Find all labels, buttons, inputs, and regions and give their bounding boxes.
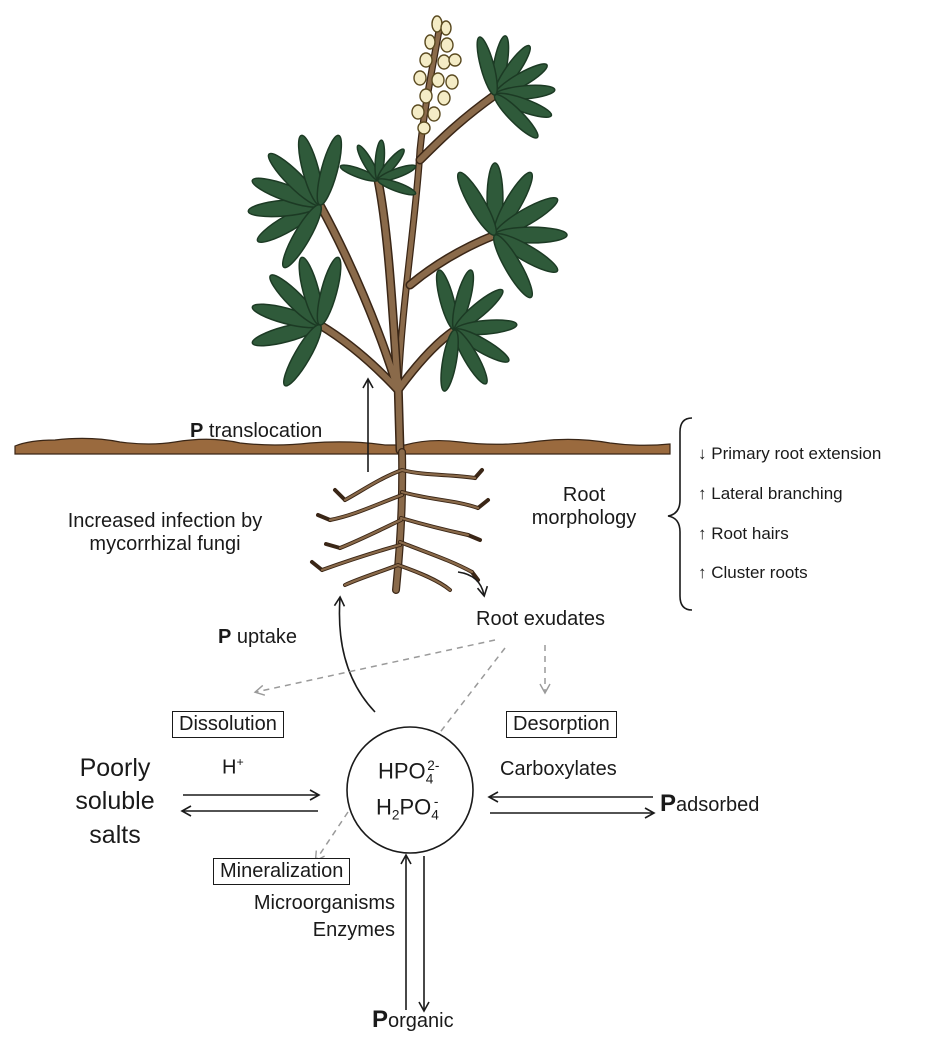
mycorrhiza-label: Increased infection by mycorrhizal fungi [40,510,290,556]
mycorrhiza-line-2: mycorrhizal fungi [89,533,241,555]
leaf-cluster [476,35,556,139]
p-uptake-text: uptake [231,626,297,648]
root-trait-text: Cluster roots [711,563,808,582]
mineralization-equilibrium-arrows [400,853,430,1013]
h2po4-sub2: 4 [431,807,439,823]
p-adsorbed-label: Padsorbed [660,790,759,818]
desorption-agent: Carboxylates [500,758,617,780]
p-organic-label: Porganic [372,1006,454,1034]
stems [315,90,500,455]
dissolution-agent: H+ [222,755,244,780]
leaves [247,35,568,392]
root-trait-4: ↑ Cluster roots [698,563,808,583]
leaflet [476,36,499,96]
poorly-soluble-line-2: soluble [75,787,155,816]
p-organic-text: organic [388,1010,454,1032]
root-exudates-arrow [457,571,489,598]
poorly-soluble-salts-label: Poorly soluble salts [50,752,180,852]
up-arrow-icon: ↑ [698,524,707,543]
roots [310,448,490,594]
hpo4-charge: 2- [427,758,440,773]
root-trait-text: Root hairs [711,524,789,543]
exudate-dashed-arrows [253,639,551,863]
hpo4-sub: 4 [425,771,434,787]
p-uptake-label: P uptake [218,626,297,649]
root-trait-1: ↓ Primary root extension [698,444,881,464]
mineralization-label: Mineralization [213,858,351,885]
leaflet [281,203,323,269]
leaflet [283,324,322,387]
root-morphology-line-1: Root [562,484,606,506]
p-symbol: P [660,790,677,817]
root-trait-2: ↑ Lateral branching [698,484,843,504]
root-morphology-line-2: morphology [531,507,637,529]
root-exudates-label: Root exudates [476,608,605,630]
mineralization-agent-1: Microorganisms [253,892,395,914]
leaf-cluster [339,139,417,196]
desorption-label: Desorption [506,711,617,738]
phosphate-pool-circle [346,726,474,854]
leaf-cluster [456,162,568,299]
root-morphology-label: Root morphology [512,484,656,530]
leaf-cluster [247,134,343,269]
dissolution-equilibrium-arrows [180,789,321,817]
up-arrow-icon: ↑ [698,484,707,503]
leaflet [440,329,459,392]
p-uptake-arrow [333,595,376,713]
mineralization-agent-2: Enzymes [312,919,395,941]
poorly-soluble-line-1: Poorly [79,754,151,782]
soil-surface [14,437,671,455]
root-trait-text: Primary root extension [711,444,882,463]
down-arrow-icon: ↓ [698,444,707,463]
root-trait-3: ↑ Root hairs [698,524,789,544]
h2po4-charge: - [433,794,439,809]
p-translocation-text: translocation [203,420,323,442]
flower-buds [411,15,462,135]
desorption-equilibrium-arrows [487,791,656,819]
mycorrhiza-line-1: Increased infection by [67,510,263,532]
h2po4-formula: H2PO4- [376,794,439,823]
h2po4-sub1: 2 [391,807,400,823]
root-trait-text: Lateral branching [711,484,843,503]
mineralization-agents: Microorganisms Enzymes [205,890,395,944]
p-adsorbed-text: adsorbed [676,794,760,816]
leaflet [377,178,417,196]
p-symbol: P [218,626,232,648]
poorly-soluble-line-3: salts [89,820,141,849]
p-symbol: P [372,1006,389,1033]
leaf-cluster [251,256,342,387]
hpo4-base: HPO [378,758,426,784]
hpo4-formula: HPO42- [378,758,439,787]
h2po4-po: PO [399,794,432,820]
h-symbol: H [222,756,237,779]
h-charge: + [236,755,244,769]
leaflet [456,171,498,237]
h2po4-h: H [376,794,392,820]
p-symbol: P [190,420,204,442]
p-translocation-label: P translocation [190,420,322,443]
root-morphology-brace [667,417,693,611]
leaf-cluster [435,269,518,392]
dissolution-label: Dissolution [172,711,284,738]
up-arrow-icon: ↑ [698,563,707,582]
